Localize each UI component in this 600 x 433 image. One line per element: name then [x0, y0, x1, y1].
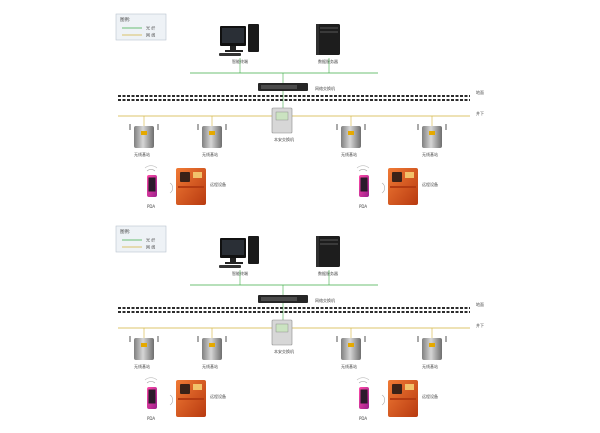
legend: 图例: 光 纤 网 线 [115, 225, 167, 253]
legend-fiber-label: 光 纤 [146, 25, 155, 31]
base-station-label: 无线基站 [341, 151, 357, 157]
device-label: 远程设备 [210, 181, 226, 187]
device-label: 远程设备 [422, 181, 438, 187]
underground-label: 井下 [476, 322, 484, 328]
base-station: 无线基站 [417, 328, 447, 369]
pc-terminal: 智能终端 [219, 236, 259, 276]
base-station-label: 无线基站 [134, 151, 150, 157]
server-label: 数据服务器 [318, 58, 338, 64]
remote-device-left: 远程设备 [169, 168, 226, 205]
legend: 图例: 光 纤 网 线 [115, 13, 167, 41]
pda-left: PDA [144, 377, 158, 421]
base-station: 无线基站 [129, 328, 159, 369]
base-station: 无线基站 [197, 116, 227, 157]
pda-right: PDA [356, 165, 370, 209]
base-station: 无线基站 [197, 328, 227, 369]
panel-bottom: 图例: 光 纤 网 线 智能终端 数据服务器 [115, 225, 484, 421]
base-station-label: 无线基站 [134, 363, 150, 369]
base-station: 无线基站 [336, 116, 366, 157]
server: 数据服务器 [316, 236, 340, 276]
local-switch: 本安交换机 [271, 319, 294, 354]
base-station: 无线基站 [336, 328, 366, 369]
remote-device-left: 远程设备 [169, 380, 226, 417]
base-station-label: 无线基站 [341, 363, 357, 369]
legend-title: 图例: [120, 228, 131, 235]
base-station-label: 无线基站 [202, 363, 218, 369]
pda-left: PDA [144, 165, 158, 209]
base-station-label: 无线基站 [422, 363, 438, 369]
network-switch: 网络交换机 [258, 295, 335, 303]
device-label: 远程设备 [422, 393, 438, 399]
base-station: 无线基站 [417, 116, 447, 157]
ground-rail: 地面 [118, 89, 484, 101]
server: 数据服务器 [316, 24, 340, 64]
underground-label: 井下 [476, 110, 484, 116]
switch-label: 网络交换机 [315, 297, 335, 303]
base-station: 无线基站 [129, 116, 159, 157]
ground-rail: 地面 [118, 301, 484, 313]
pda-label: PDA [359, 416, 367, 421]
local-switch: 本安交换机 [271, 107, 294, 142]
network-switch: 网络交换机 [258, 83, 335, 91]
legend-fiber-label: 光 纤 [146, 237, 155, 243]
pda-right: PDA [356, 377, 370, 421]
remote-device-right: 远程设备 [381, 168, 438, 205]
base-station-label: 无线基站 [422, 151, 438, 157]
pda-label: PDA [147, 416, 155, 421]
pda-label: PDA [147, 204, 155, 209]
remote-device-right: 远程设备 [381, 380, 438, 417]
local-switch-label: 本安交换机 [274, 136, 294, 142]
legend-network-label: 网 线 [146, 32, 155, 38]
legend-network-label: 网 线 [146, 244, 155, 250]
pda-label: PDA [359, 204, 367, 209]
local-switch-label: 本安交换机 [274, 348, 294, 354]
server-label: 数据服务器 [318, 270, 338, 276]
pc-terminal: 智能终端 [219, 24, 259, 64]
device-label: 远程设备 [210, 393, 226, 399]
ground-label: 地面 [476, 89, 484, 95]
base-station-label: 无线基站 [202, 151, 218, 157]
ground-label: 地面 [476, 301, 484, 307]
switch-label: 网络交换机 [315, 85, 335, 91]
panel-top: 图例: 光 纤 网 线 智能终端 数据服务器 [115, 13, 484, 209]
legend-title: 图例: [120, 16, 131, 23]
